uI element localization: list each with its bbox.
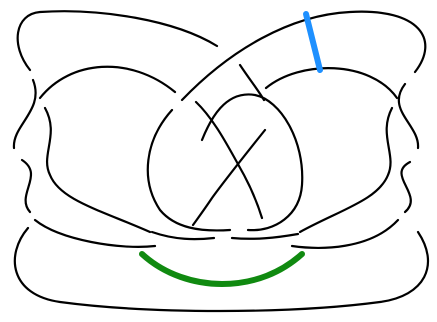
blue-highlight-arc bbox=[306, 14, 320, 70]
central-right-lobe bbox=[202, 94, 302, 230]
right-wave-lower bbox=[292, 220, 398, 248]
top-left-outer-arc bbox=[18, 11, 217, 70]
central-strand-right-to-left bbox=[193, 130, 265, 225]
left-wave-mid bbox=[22, 160, 31, 212]
top-right-outer-arc bbox=[182, 12, 425, 100]
inner-right-arc bbox=[300, 108, 392, 232]
central-strand-left-to-right bbox=[196, 102, 262, 218]
right-wave-mid bbox=[401, 162, 410, 212]
lower-left-segment bbox=[152, 232, 214, 239]
knot-strands bbox=[14, 11, 428, 311]
inner-left-upper bbox=[40, 67, 175, 98]
green-highlight-arc bbox=[142, 254, 302, 284]
inner-left-arc bbox=[45, 108, 150, 232]
left-wave-upper bbox=[14, 80, 36, 148]
lower-right-segment bbox=[232, 234, 298, 239]
left-wave-lower bbox=[35, 220, 155, 247]
inner-right-upper bbox=[266, 68, 397, 98]
right-wave-upper bbox=[399, 84, 418, 148]
